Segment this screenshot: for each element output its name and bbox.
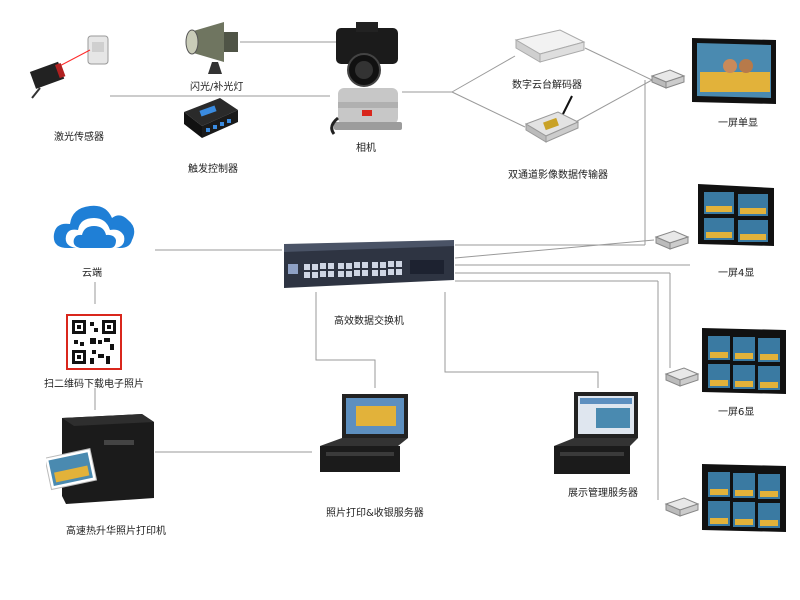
trigger-controller-icon [184,98,238,138]
line-junction-transmitter [451,91,526,128]
wireless-transmitter-label: 双通道影像数据传输器 [508,170,608,181]
printer-label: 高速热升华照片打印机 [66,526,166,537]
line-switch-screen2 [454,239,655,259]
wireless-transmitter-icon [524,95,580,143]
single-screen-icon [692,38,776,104]
laser-sensor-icon [29,35,109,99]
line-decoder-box [584,47,653,81]
qr-code-icon [66,314,122,370]
four-screen-label: 一屏4显 [718,268,755,279]
single-screen-label: 一屏单显 [718,118,758,129]
screen-decoder-icon-4 [664,497,700,517]
photo-printer-icon [46,414,154,504]
screen-decoder-icon-1 [650,69,686,89]
line-switch-printserver [315,292,376,388]
four-screen-icon [698,184,774,246]
trigger-controller-label: 触发控制器 [188,164,238,175]
cloud-label: 云端 [82,268,102,279]
six-screen-icon [702,328,786,394]
line-junction-decoder [451,55,516,93]
screen-decoder-icon-3 [664,367,700,387]
screen-decoder-icon-2 [654,230,690,250]
six-screen-label: 一屏6显 [718,407,755,418]
print-server-icon [320,394,408,472]
camera-icon [330,22,402,135]
qr-download-label: 扫二维码下载电子照片 [44,379,144,390]
switch-label: 高效数据交换机 [334,316,404,327]
ptz-decoder-icon [514,29,586,63]
laser-sensor-label: 激光传感器 [54,132,104,143]
display-server-icon [554,392,638,474]
multi-screen-icon [702,464,786,532]
display-server-label: 展示管理服务器 [568,488,638,499]
cloud-icon [53,205,135,248]
print-server-label: 照片打印&收银服务器 [326,508,424,519]
ptz-decoder-label: 数字云台解码器 [512,80,582,91]
line-transmitter-box [569,79,653,126]
network-switch-icon [284,240,454,288]
flash-light-icon [185,22,238,74]
camera-label: 相机 [356,143,376,154]
line-switch-displayserver [444,292,599,388]
flash-light-label: 闪光/补光灯 [190,82,244,93]
